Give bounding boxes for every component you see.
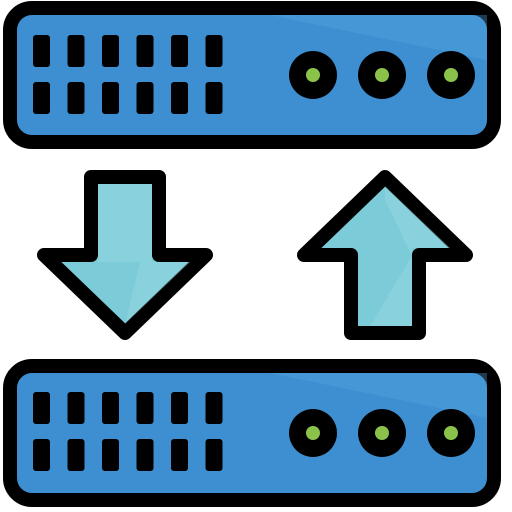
upload-arrow-icon	[297, 170, 473, 340]
vent-slot	[33, 439, 50, 471]
server-highlight	[270, 15, 487, 60]
vent-slot	[136, 82, 154, 114]
vent-slot	[136, 35, 154, 67]
server-body	[3, 1, 501, 149]
arrow-highlight	[98, 184, 190, 324]
arrow-shape	[37, 170, 213, 340]
vent-slot	[102, 439, 119, 471]
arrow-highlight	[370, 186, 450, 326]
server-highlight	[270, 373, 487, 418]
vent-slot	[205, 392, 223, 424]
server-vent-grid	[33, 35, 223, 114]
vent-slot	[67, 392, 85, 424]
vent-slot	[136, 392, 154, 424]
download-arrow-icon	[37, 170, 213, 340]
server-status-lights	[289, 409, 475, 457]
vent-slot	[67, 82, 85, 114]
vent-slot	[136, 439, 154, 471]
arrow-shape	[297, 170, 473, 340]
vent-slot	[171, 35, 188, 67]
status-light	[444, 426, 458, 440]
vent-slot	[171, 392, 188, 424]
vent-slot	[102, 392, 119, 424]
server-vent-grid	[33, 392, 223, 471]
vent-slot	[33, 35, 50, 67]
vent-slot	[102, 35, 119, 67]
status-light	[306, 426, 320, 440]
vent-slot	[205, 82, 223, 114]
server-unit-top-icon	[3, 1, 501, 149]
vent-slot	[171, 439, 188, 471]
status-light	[306, 68, 320, 82]
vent-slot	[67, 439, 85, 471]
vent-slot	[205, 35, 223, 67]
server-status-lights	[289, 51, 475, 99]
status-light	[375, 426, 389, 440]
vent-slot	[33, 392, 50, 424]
server-unit-bottom-icon	[3, 359, 501, 507]
status-light	[375, 68, 389, 82]
vent-slot	[67, 35, 85, 67]
vent-slot	[171, 82, 188, 114]
status-light	[444, 68, 458, 82]
vent-slot	[102, 82, 119, 114]
server-body	[3, 359, 501, 507]
vent-slot	[205, 439, 223, 471]
vent-slot	[33, 82, 50, 114]
